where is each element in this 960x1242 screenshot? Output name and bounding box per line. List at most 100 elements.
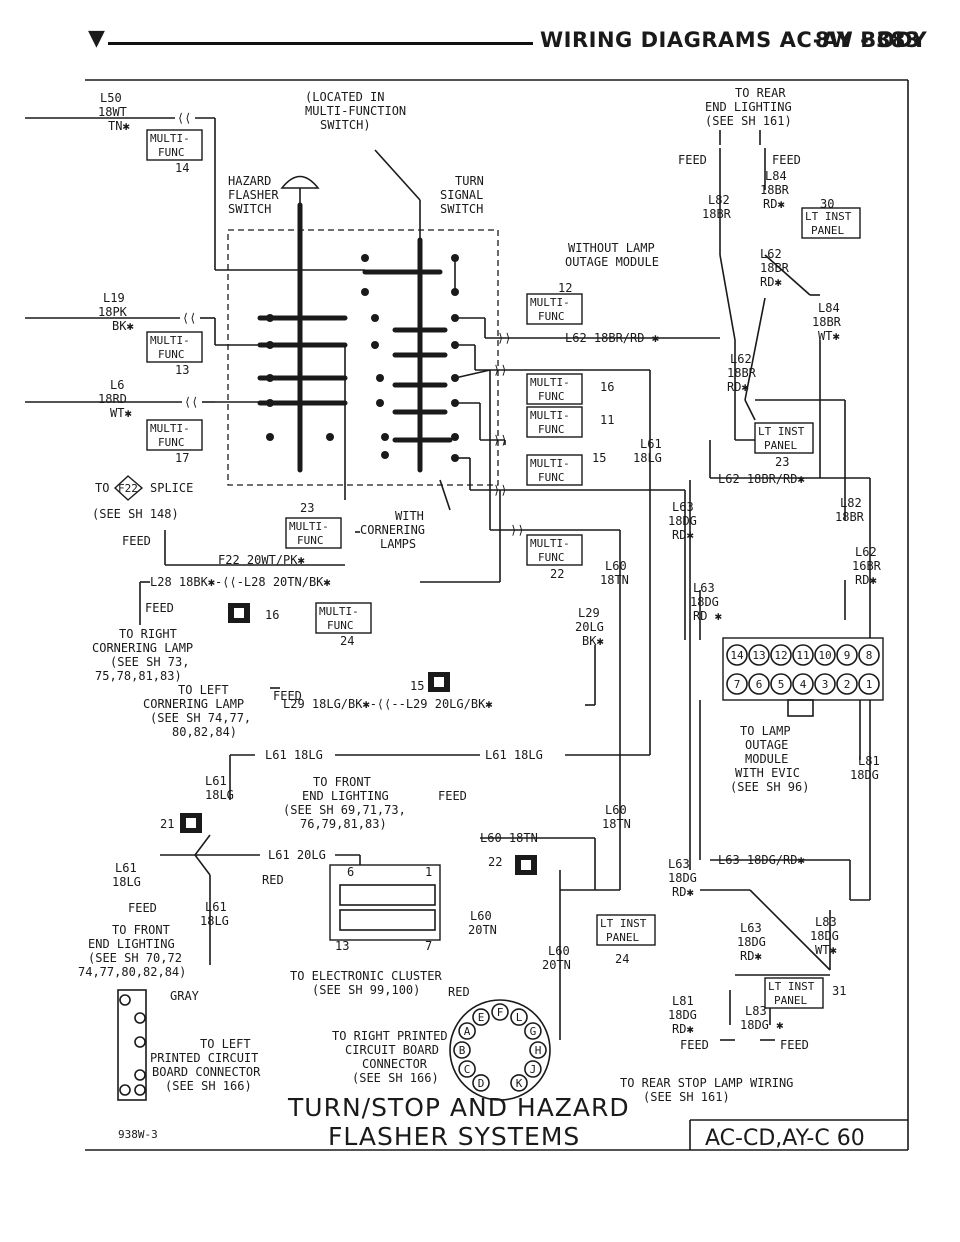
svg-text:END LIGHTING: END LIGHTING (88, 937, 175, 951)
svg-text:LT INST: LT INST (805, 210, 852, 223)
svg-text:WITHOUT LAMP: WITHOUT LAMP (568, 241, 655, 255)
svg-text:MULTI-: MULTI- (150, 422, 190, 435)
svg-text:⟩⟩: ⟩⟩ (493, 433, 507, 447)
diagram-title-line2: FLASHER SYSTEMS (328, 1122, 580, 1151)
left-lower-wires (139, 479, 596, 706)
connector-pin (726, 673, 748, 695)
svg-text:18BR: 18BR (760, 261, 790, 275)
svg-text:⟩⟩: ⟩⟩ (497, 331, 511, 345)
svg-text:20LG: 20LG (575, 620, 604, 634)
connector-pin (726, 644, 748, 666)
pcb-pin-label: F (497, 1006, 504, 1019)
svg-text:23: 23 (300, 501, 314, 515)
svg-text:⟩⟩: ⟩⟩ (493, 363, 507, 377)
svg-text:13: 13 (175, 363, 189, 377)
svg-text:MULTI-: MULTI- (530, 296, 570, 309)
svg-text:PRINTED CIRCUIT: PRINTED CIRCUIT (150, 1051, 258, 1065)
svg-text:MULTI-: MULTI- (530, 537, 570, 550)
connector-pin-label: 13 (752, 649, 765, 662)
pcb-pin (453, 1041, 471, 1059)
svg-text:FEED: FEED (273, 689, 302, 703)
svg-text:18DG: 18DG (668, 514, 697, 528)
switch-wiring (215, 258, 491, 530)
left-pcb-connector (117, 989, 147, 1101)
connector-pin (748, 644, 770, 666)
svg-text:WITH EVIC: WITH EVIC (735, 766, 800, 780)
svg-text:TO LEFT: TO LEFT (178, 683, 229, 697)
multifunc-connectors: MULTI- FUNC MULTI- FUNC MULTI- FUNC MULT… (146, 129, 583, 634)
left-input-wires: ⟨⟨ ⟨⟨ ⟨⟨ (25, 111, 216, 409)
svg-text:RD✱: RD✱ (727, 380, 749, 394)
svg-text:CIRCUIT BOARD: CIRCUIT BOARD (345, 1043, 439, 1057)
connector-pin (770, 673, 792, 695)
pcb-pin-label: H (535, 1044, 542, 1057)
svg-text:FUNC: FUNC (158, 146, 185, 159)
svg-text:18LG: 18LG (200, 914, 229, 928)
svg-text:BK✱: BK✱ (112, 319, 134, 333)
svg-text:END LIGHTING: END LIGHTING (302, 789, 389, 803)
svg-text:18DG ✱: 18DG ✱ (740, 1018, 783, 1032)
svg-text:SPLICE: SPLICE (150, 481, 193, 495)
svg-text:L61: L61 (115, 861, 137, 875)
svg-text:20TN: 20TN (468, 923, 497, 937)
svg-text:CORNERING LAMP: CORNERING LAMP (92, 641, 193, 655)
svg-text:RD✱: RD✱ (855, 573, 877, 587)
svg-text:L62: L62 (760, 247, 782, 261)
svg-text:FUNC: FUNC (158, 348, 185, 361)
svg-text:18BR: 18BR (812, 315, 842, 329)
svg-text:SWITCH): SWITCH) (320, 118, 371, 132)
svg-text:L61: L61 (205, 900, 227, 914)
svg-text:CONNECTOR: CONNECTOR (362, 1057, 428, 1071)
svg-text:MULTI-FUNCTION: MULTI-FUNCTION (305, 104, 406, 118)
svg-text:L81: L81 (672, 994, 694, 1008)
svg-text:L84: L84 (818, 301, 840, 315)
svg-text:18LG: 18LG (112, 875, 141, 889)
svg-text:RED: RED (448, 985, 470, 999)
svg-text:(SEE SH 74,77,: (SEE SH 74,77, (150, 711, 251, 725)
svg-text:L83: L83 (815, 915, 837, 929)
svg-text:FEED: FEED (128, 901, 157, 915)
svg-text:18TN: 18TN (602, 817, 631, 831)
svg-text:TO LEFT: TO LEFT (200, 1037, 251, 1051)
svg-text:18PK: 18PK (98, 305, 128, 319)
svg-text:20TN: 20TN (542, 958, 571, 972)
figure-id: 938W-3 (118, 1128, 158, 1141)
svg-text:FEED: FEED (438, 789, 467, 803)
pcb-pin-label: L (516, 1011, 523, 1024)
svg-text:L60: L60 (548, 944, 570, 958)
svg-text:75,78,81,83): 75,78,81,83) (95, 669, 182, 683)
pcb-pin (510, 1008, 528, 1026)
svg-text:(SEE SH 161): (SEE SH 161) (705, 114, 792, 128)
page-header: ▼ WIRING DIAGRAMS AC-AY BODY 8W - 383 (0, 22, 960, 62)
svg-text:16: 16 (600, 380, 614, 394)
connector-pin-label: 9 (844, 649, 851, 662)
svg-text:MULTI-: MULTI- (150, 334, 190, 347)
svg-text:18BR: 18BR (702, 207, 732, 221)
svg-text:BK✱: BK✱ (582, 634, 604, 648)
svg-text:18DG: 18DG (850, 768, 879, 782)
connector-pin-label: 14 (730, 649, 744, 662)
svg-text:L84: L84 (765, 169, 787, 183)
instrument-panel-connectors: LT INST PANEL LT INST PANEL LT INST PANE… (596, 207, 861, 1009)
svg-text:RD✱: RD✱ (672, 885, 694, 899)
svg-text:WT✱: WT✱ (110, 406, 132, 420)
svg-text:⟨⟨: ⟨⟨ (182, 311, 196, 325)
svg-text:L82: L82 (840, 496, 862, 510)
svg-text:21: 21 (160, 817, 174, 831)
diagram-frame (85, 79, 909, 1151)
svg-text:FUNC: FUNC (297, 534, 324, 547)
svg-text:18LG: 18LG (633, 451, 662, 465)
svg-text:FUNC: FUNC (538, 423, 565, 436)
connector-pin (836, 644, 858, 666)
svg-text:TO REAR: TO REAR (735, 86, 786, 100)
svg-text:TO REAR STOP LAMP WIRING: TO REAR STOP LAMP WIRING (620, 1076, 793, 1090)
svg-text:13: 13 (335, 939, 349, 953)
svg-text:L63: L63 (740, 921, 762, 935)
svg-text:TURN: TURN (455, 174, 484, 188)
svg-text:RD✱: RD✱ (740, 949, 762, 963)
svg-text:FUNC: FUNC (538, 310, 565, 323)
svg-text:18DG: 18DG (810, 929, 839, 943)
